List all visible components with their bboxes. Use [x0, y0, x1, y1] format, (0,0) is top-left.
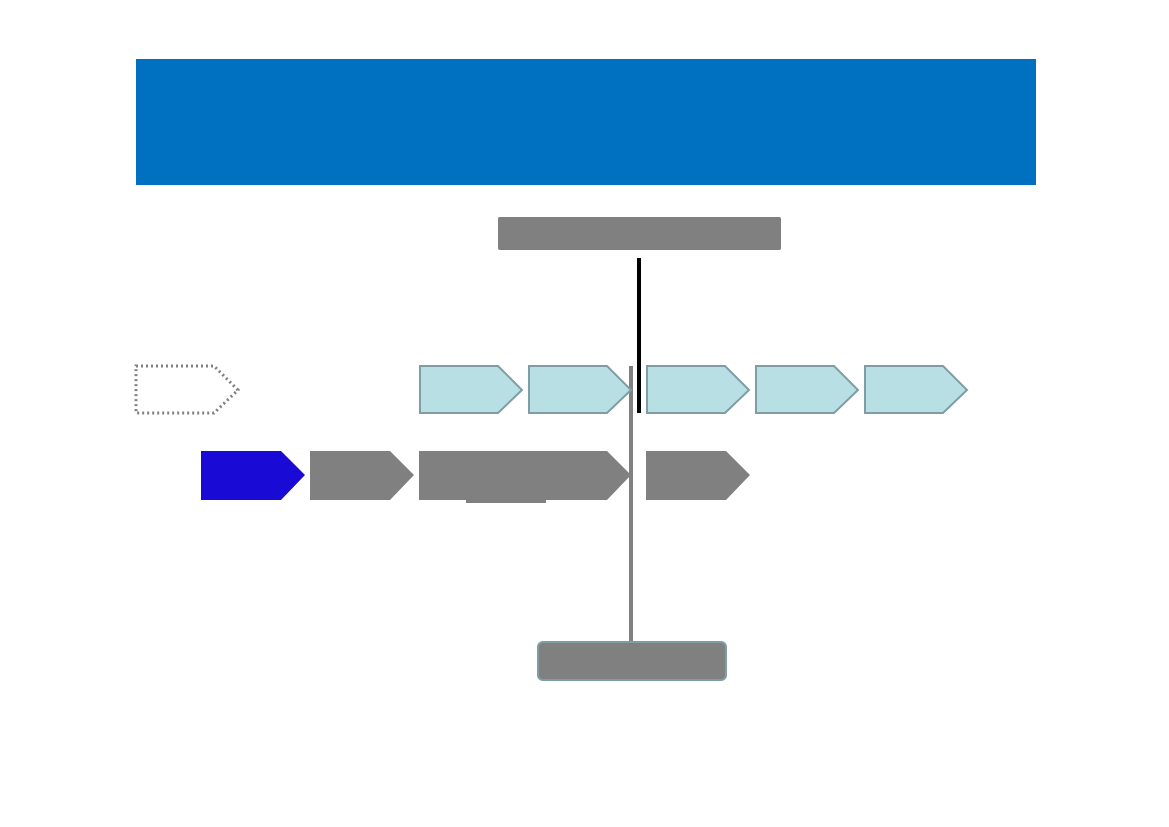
top-row-chevron — [864, 365, 969, 414]
bottom-row-chevron — [310, 451, 414, 500]
top-row-chevron — [528, 365, 633, 414]
top-label-box — [498, 217, 781, 250]
top-row-chevron — [755, 365, 860, 414]
header-band — [136, 59, 1036, 185]
bottom-row-chevron-active — [201, 451, 305, 500]
bottom-row-chevron — [646, 451, 750, 500]
dotted-arrow — [134, 364, 241, 415]
top-row-chevron — [646, 365, 751, 414]
top-row-chevron — [419, 365, 524, 414]
bottom-label-box — [537, 641, 727, 681]
bottom-row-chevron-wide — [419, 451, 631, 503]
